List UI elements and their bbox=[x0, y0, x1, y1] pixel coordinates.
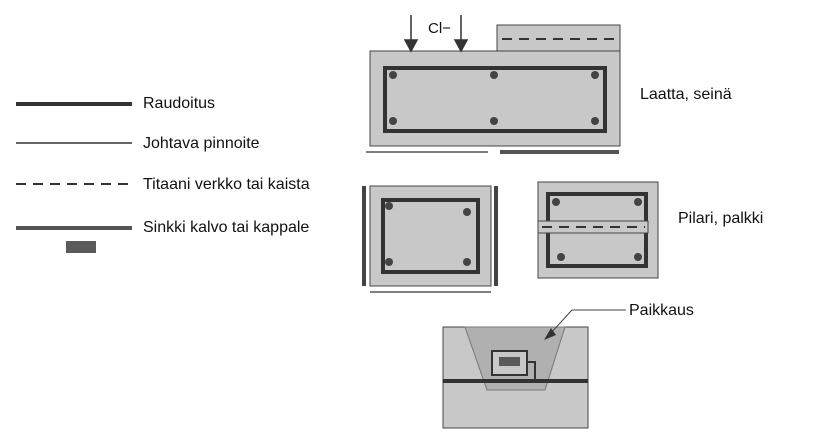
rebar-dot bbox=[591, 117, 599, 125]
arrow-down-icon bbox=[403, 39, 419, 53]
legend-label-zinc: Sinkki kalvo tai kappale bbox=[143, 219, 310, 236]
rebar-dot bbox=[463, 208, 471, 216]
patch-zinc-anode bbox=[499, 357, 520, 366]
arrow-down-icon bbox=[453, 39, 469, 53]
rebar-dot bbox=[634, 198, 642, 206]
column-rebar-dots bbox=[385, 202, 471, 266]
rebar-dot bbox=[463, 258, 471, 266]
legend-label-reinforcement: Raudoitus bbox=[143, 95, 216, 112]
slab-rebar-dots bbox=[389, 71, 599, 125]
rebar-dot bbox=[557, 253, 565, 261]
rebar-dot bbox=[490, 71, 498, 79]
legend-label-conductive-coating: Johtava pinnoite bbox=[143, 135, 260, 152]
chloride-label: Cl− bbox=[428, 20, 451, 37]
rebar-dot bbox=[490, 117, 498, 125]
arrow-icon bbox=[544, 328, 556, 340]
legend-label-titanium-mesh: Titaani verkko tai kaista bbox=[143, 176, 310, 193]
patch-pointer-arrow bbox=[549, 309, 573, 335]
beam-rebar-dots bbox=[552, 198, 642, 261]
column-body bbox=[369, 185, 492, 287]
column-beam-label: Pilari, palkki bbox=[678, 210, 764, 227]
chloride-arrows bbox=[403, 15, 469, 53]
rebar-dot bbox=[389, 71, 397, 79]
slab-reinforcement bbox=[383, 66, 607, 133]
column-reinforcement bbox=[381, 198, 480, 274]
rebar-dot bbox=[385, 258, 393, 266]
legend-zinc-block bbox=[66, 241, 96, 253]
rebar-dot bbox=[552, 198, 560, 206]
rebar-dot bbox=[591, 71, 599, 79]
rebar-dot bbox=[389, 117, 397, 125]
rebar-dot bbox=[634, 253, 642, 261]
patch-label: Paikkaus bbox=[629, 302, 694, 319]
slab-wall-label: Laatta, seinä bbox=[640, 86, 732, 103]
rebar-dot bbox=[385, 202, 393, 210]
patch-anode-wire bbox=[527, 361, 536, 381]
